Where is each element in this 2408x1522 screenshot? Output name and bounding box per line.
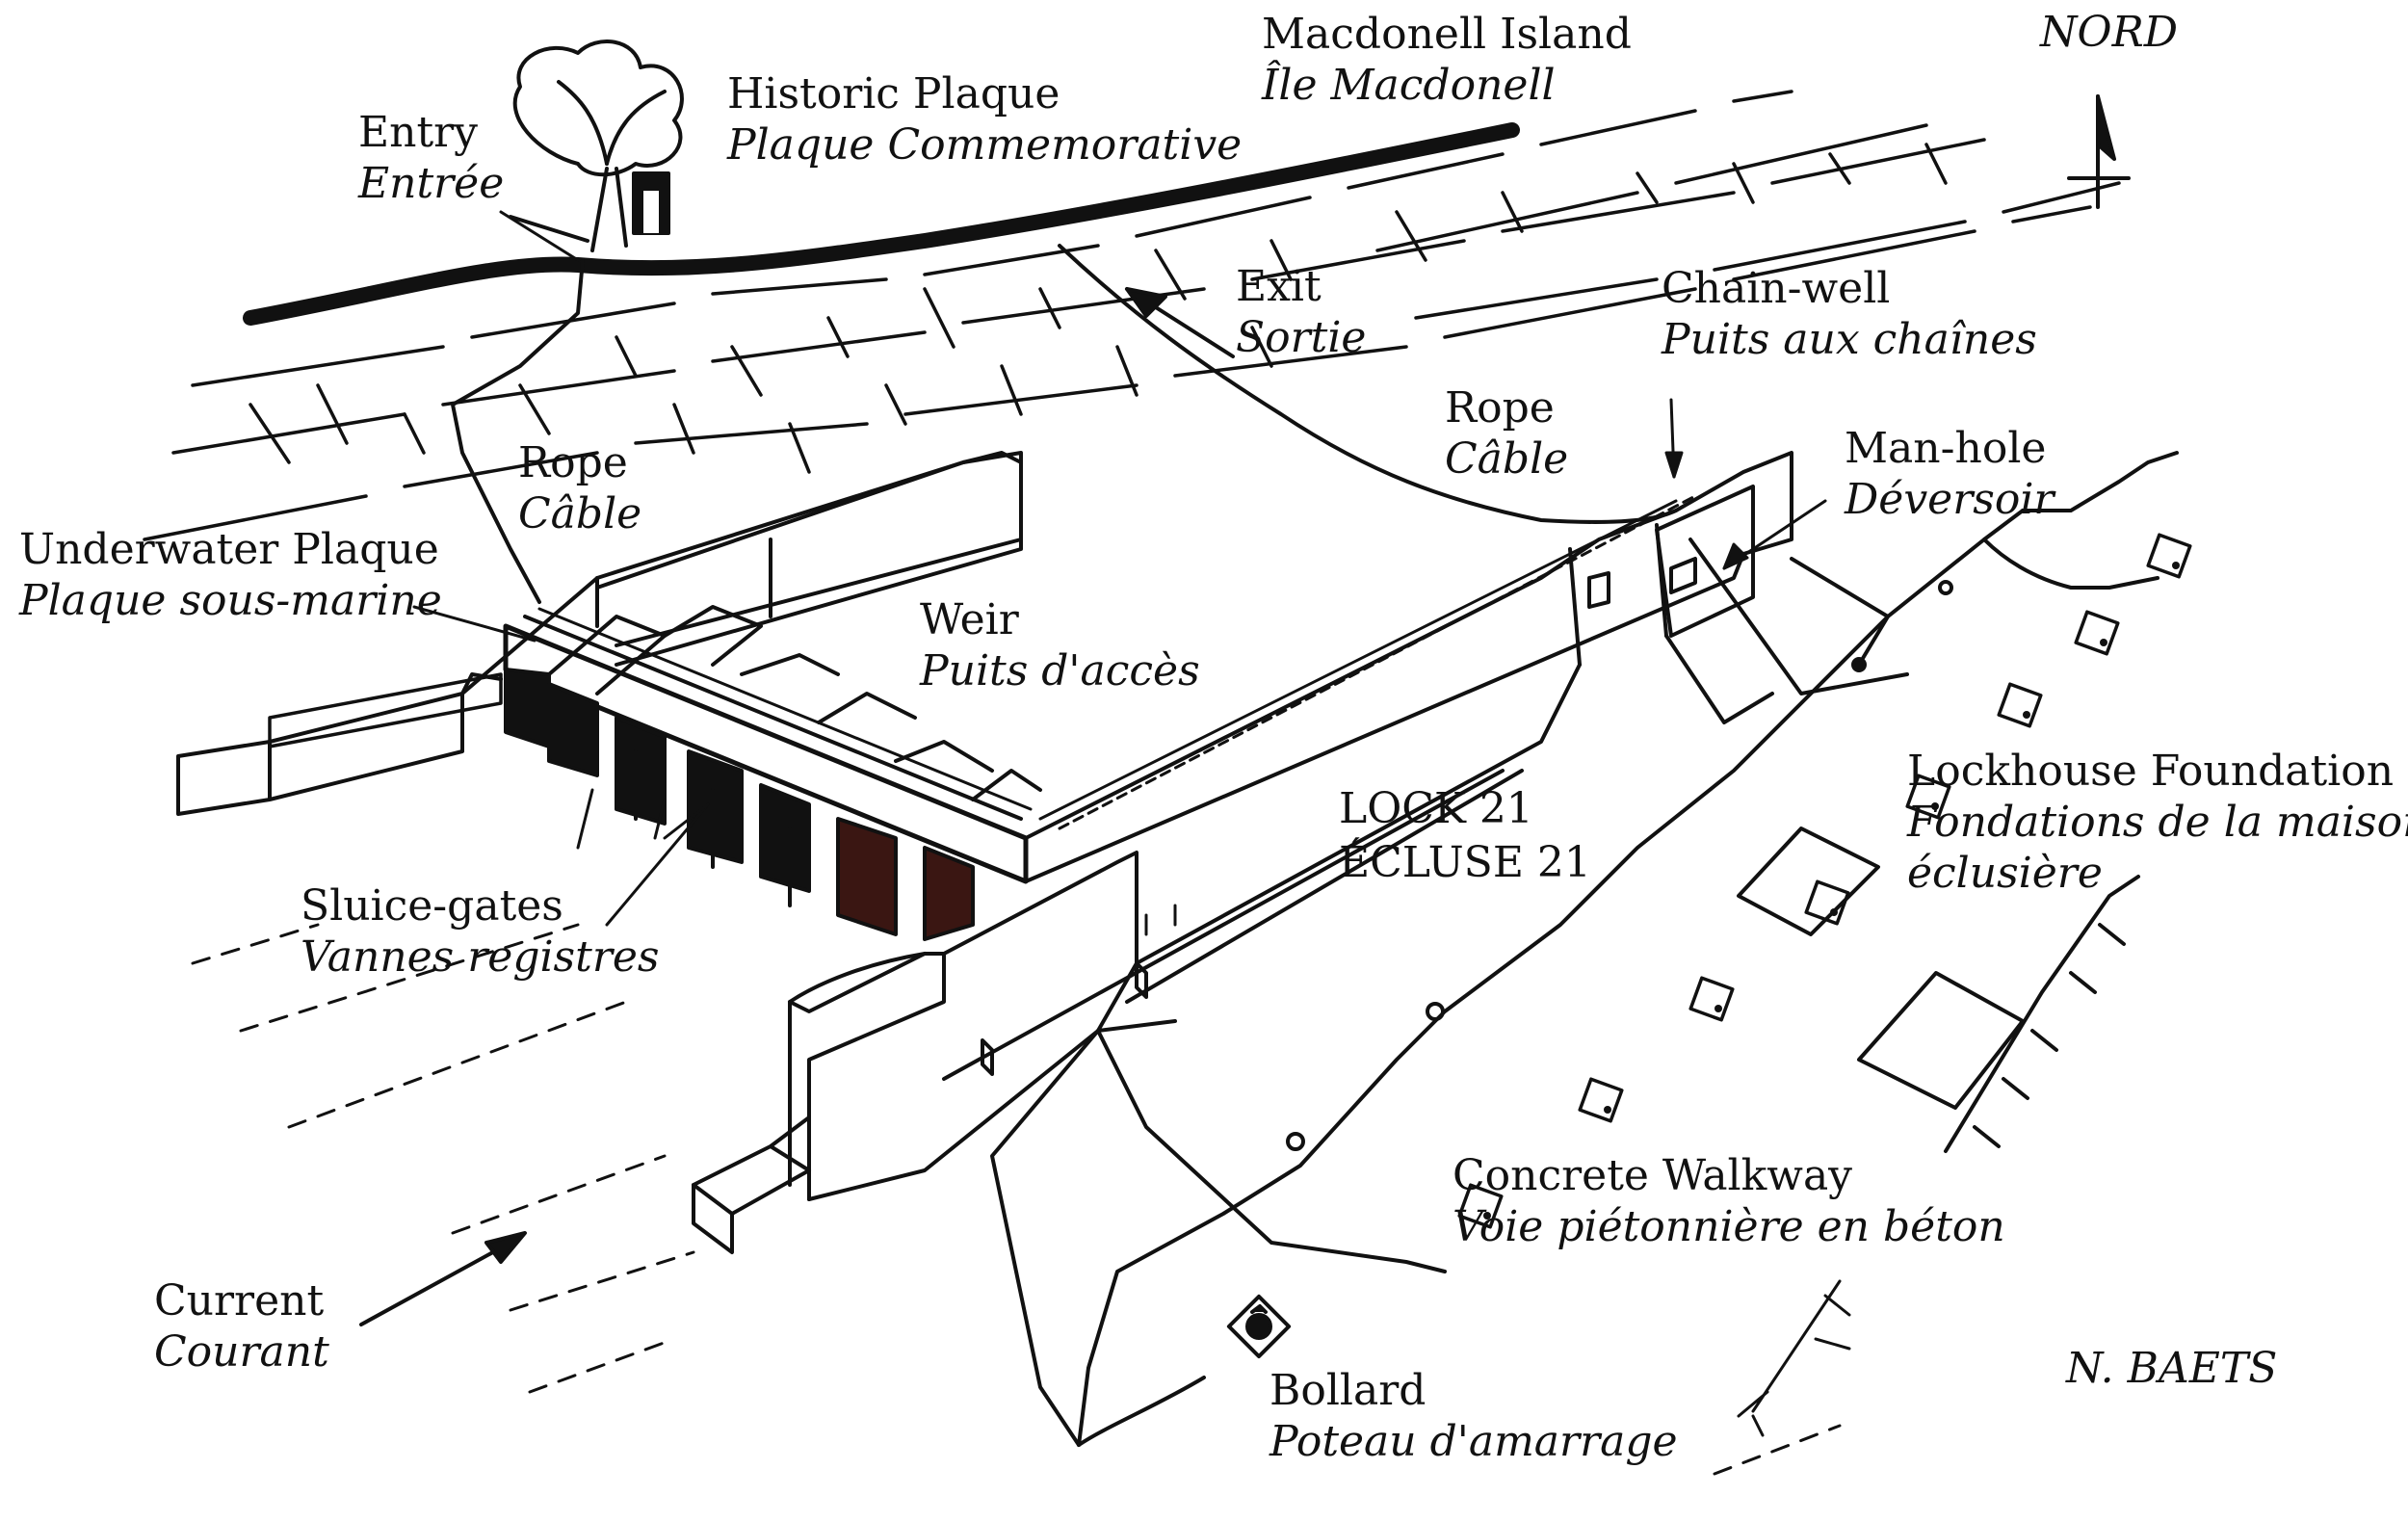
bollard-en: Bollard xyxy=(1269,1366,1426,1415)
man-hole-en: Man-hole xyxy=(1845,424,2047,473)
lock-label: LOCK 21 ÉCLUSE 21 xyxy=(1339,782,1591,891)
walkway-markers xyxy=(1457,533,2192,1229)
label-macdonell-island: Macdonell Island Île Macdonell xyxy=(1262,10,1632,112)
entry-fr: Entrée xyxy=(358,158,505,208)
label-exit: Exit Sortie xyxy=(1236,262,1366,364)
lock-en: LOCK 21 xyxy=(1339,784,1533,833)
concrete-walkway-en: Concrete Walkway xyxy=(1453,1151,1853,1200)
left-bank-wall xyxy=(176,672,503,816)
label-current: Current Courant xyxy=(154,1276,329,1378)
exit-path xyxy=(1058,244,1678,524)
chain-well-fr: Puits aux chaînes xyxy=(1662,314,2037,364)
label-rope-left: Rope Câble xyxy=(518,438,641,540)
macdonell-island-en: Macdonell Island xyxy=(1262,10,1632,59)
chain-well-block xyxy=(1655,485,1755,638)
label-chain-well: Chain-well Puits aux chaînes xyxy=(1662,264,2037,366)
current-fr: Courant xyxy=(154,1326,329,1377)
exit-en: Exit xyxy=(1236,262,1322,311)
far-bank-hatching xyxy=(143,90,2121,541)
upstream-wall xyxy=(595,451,1023,667)
label-underwater-plaque: Underwater Plaque Plaque sous-marine xyxy=(19,525,442,627)
macdonell-island-fr: Île Macdonell xyxy=(1262,60,1556,110)
artist-credit: N. BAETS xyxy=(2066,1344,2278,1393)
label-historic-plaque: Historic Plaque Plaque Commemorative xyxy=(727,69,1242,171)
lockhouse-foundation-1 xyxy=(1737,827,1880,936)
sluice-gates-en: Sluice-gates xyxy=(301,881,563,931)
current-en: Current xyxy=(154,1276,325,1325)
man-hole-fr: Déversoir xyxy=(1845,474,2055,524)
label-weir: Weir Puits d'accès xyxy=(920,595,1200,697)
rope-line xyxy=(1058,494,1697,830)
exit-fr: Sortie xyxy=(1236,312,1367,362)
historic-plaque-fr: Plaque Commemorative xyxy=(727,119,1243,170)
label-concrete-walkway: Concrete Walkway Voie piétonnière en bét… xyxy=(1453,1151,2005,1253)
exit-arrow-head xyxy=(1125,287,1167,318)
lower-lock-wall xyxy=(788,952,946,1201)
lockhouse-foundation-fr2: éclusière xyxy=(1907,848,2103,898)
label-lockhouse-foundation: Lockhouse Foundation Fondations de la ma… xyxy=(1907,747,2408,899)
lock-fr: ÉCLUSE 21 xyxy=(1339,838,1591,888)
lockhouse-foundation-fr: Fondations de la maison xyxy=(1907,797,2408,847)
compass-label: NORD xyxy=(2040,8,2178,57)
historic-plaque-en: Historic Plaque xyxy=(727,69,1060,118)
walkway-edge xyxy=(1077,509,2025,1447)
entry-en: Entry xyxy=(358,108,479,157)
label-sluice-gates: Sluice-gates Vannes registres xyxy=(301,881,659,984)
rope-left-en: Rope xyxy=(518,438,628,487)
current-arrow-line xyxy=(359,1241,512,1326)
weir-en: Weir xyxy=(920,595,1019,644)
tree xyxy=(512,39,684,252)
concrete-walkway-fr: Voie piétonnière en béton xyxy=(1453,1201,2005,1251)
label-entry: Entry Entrée xyxy=(358,108,504,210)
island-shoreline xyxy=(243,122,1520,326)
north-arrow xyxy=(2067,94,2131,209)
underwater-plaque-fr: Plaque sous-marine xyxy=(19,575,442,625)
underwater-plaque-en: Underwater Plaque xyxy=(19,525,439,574)
current-arrow-head xyxy=(484,1231,527,1264)
weir-fr: Puits d'accès xyxy=(920,645,1200,695)
rope-left-fr: Câble xyxy=(518,488,642,538)
lockhouse-foundation-en: Lockhouse Foundation xyxy=(1907,747,2395,796)
chain-well-en: Chain-well xyxy=(1662,264,1891,313)
label-man-hole: Man-hole Déversoir xyxy=(1845,424,2054,526)
lockhouse-foundation-2 xyxy=(1857,971,2025,1110)
rope-right-en: Rope xyxy=(1445,383,1555,433)
sluice-gates-fr: Vannes registres xyxy=(301,932,660,982)
label-rope-right: Rope Câble xyxy=(1445,383,1568,485)
rope-right-fr: Câble xyxy=(1445,433,1569,484)
bollard-marker xyxy=(1226,1294,1292,1359)
label-bollard: Bollard Poteau d'amarrage xyxy=(1269,1366,1678,1468)
entry-path xyxy=(451,258,585,604)
bollard-fr: Poteau d'amarrage xyxy=(1269,1416,1678,1466)
sluice-structure xyxy=(503,605,1042,941)
